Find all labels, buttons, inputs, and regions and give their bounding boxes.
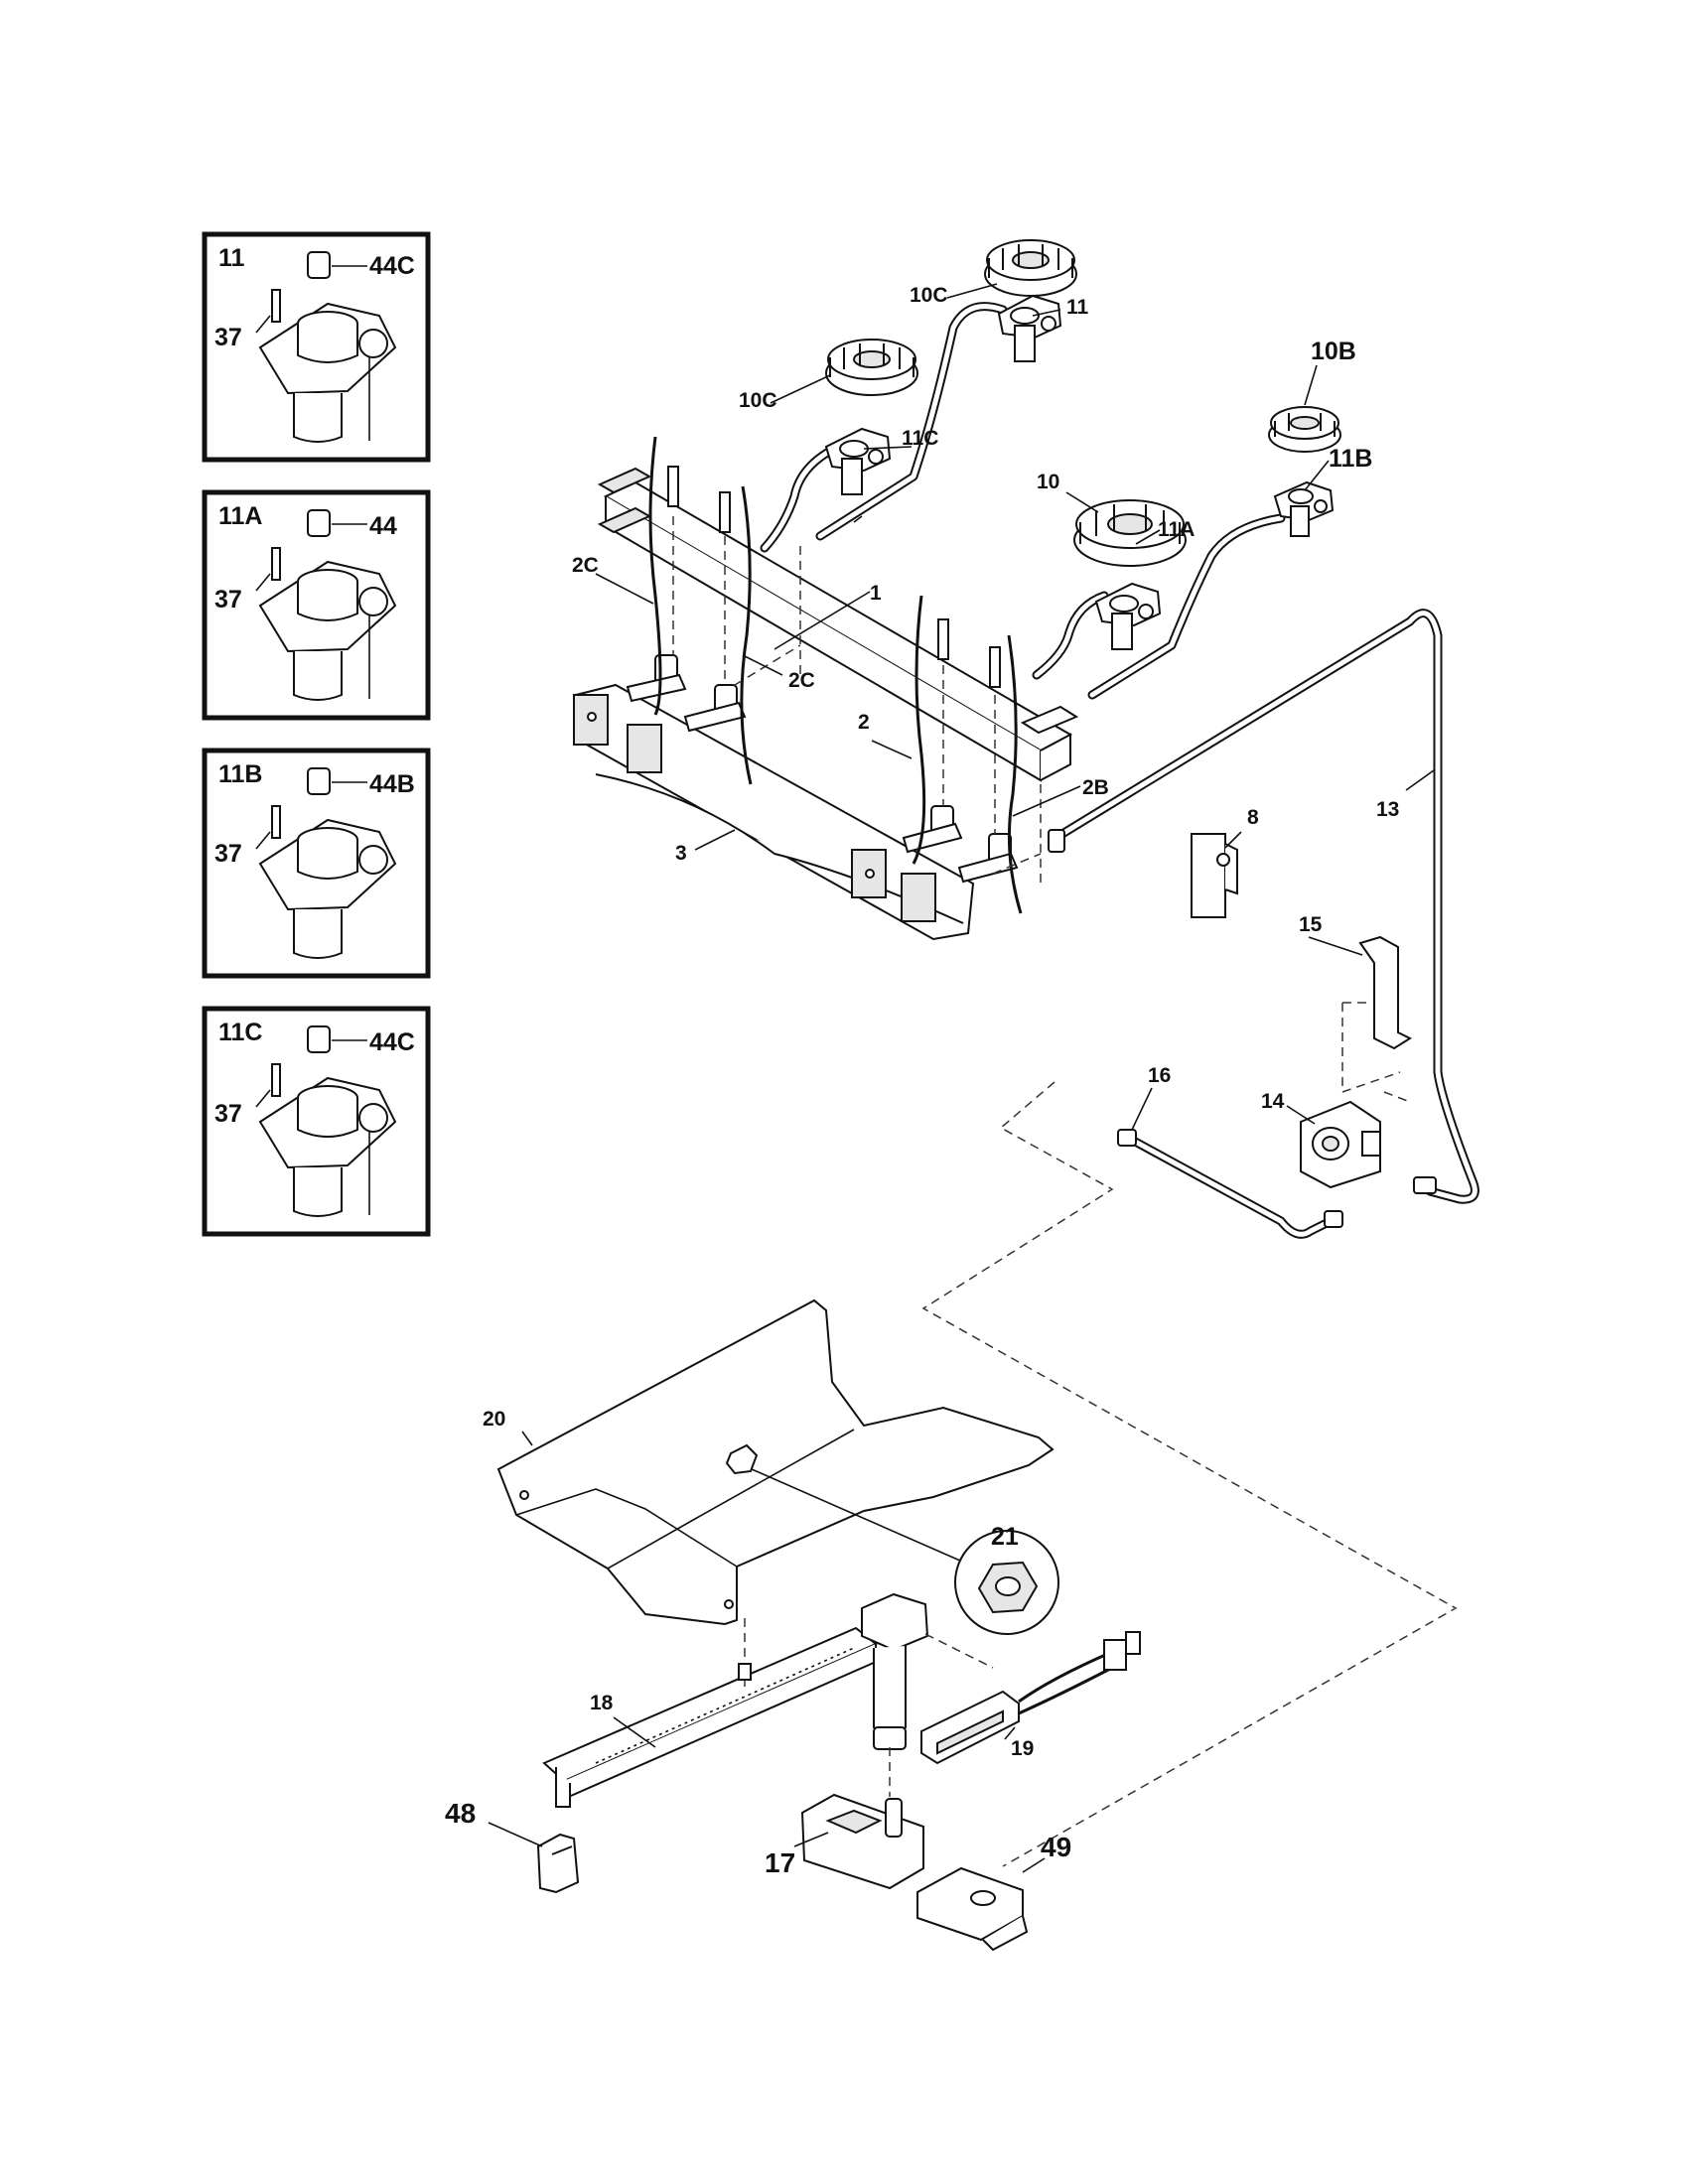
valve-right-front bbox=[957, 833, 1019, 884]
orifice-holder bbox=[861, 1592, 994, 1797]
callout-2B: 2B bbox=[1082, 776, 1109, 799]
bracket-15 bbox=[1341, 935, 1413, 1093]
inset-title: 11B bbox=[218, 760, 262, 788]
callout-48: 48 bbox=[445, 1798, 476, 1829]
burner-base-11A bbox=[1094, 582, 1162, 650]
burner-shield-20 bbox=[496, 1298, 1055, 1626]
burner-crown-10B bbox=[1268, 406, 1341, 453]
valve-left-front bbox=[683, 684, 747, 733]
burner-head-icon bbox=[255, 509, 397, 701]
inset-title: 11C bbox=[218, 1019, 262, 1046]
inset-panel-11C: 11C 44C 37 bbox=[202, 1006, 431, 1237]
callout-leaders bbox=[488, 283, 1435, 1873]
safety-valve-17 bbox=[800, 1793, 924, 1890]
spark-module-8 bbox=[1191, 833, 1238, 918]
callout-15: 15 bbox=[1299, 913, 1323, 936]
callout-8: 8 bbox=[1247, 806, 1259, 829]
callout-11A: 11A bbox=[1158, 518, 1195, 541]
cap-callout: 44C bbox=[369, 252, 415, 280]
callout-21: 21 bbox=[991, 1523, 1019, 1551]
callout-10B: 10B bbox=[1311, 338, 1356, 365]
burner-head-icon bbox=[255, 1025, 397, 1217]
burner-tubes bbox=[760, 302, 1286, 700]
cap-callout: 44 bbox=[369, 512, 397, 540]
burner-head-icon bbox=[255, 767, 397, 959]
burner-base-11 bbox=[997, 294, 1062, 362]
burner-crown-10C-mid bbox=[825, 339, 918, 396]
callout-2C-left: 2C bbox=[572, 554, 599, 577]
cap-callout: 44C bbox=[369, 1028, 415, 1056]
inset-panel-11A: 11A 44 37 bbox=[202, 489, 431, 721]
manifold-pipe bbox=[597, 467, 1079, 782]
nut-21 bbox=[725, 1443, 1059, 1635]
burner-base-11B bbox=[1273, 480, 1335, 537]
callout-14: 14 bbox=[1261, 1090, 1285, 1113]
igniter-19 bbox=[920, 1631, 1141, 1765]
inset-title: 11 bbox=[218, 244, 245, 272]
callout-49: 49 bbox=[1041, 1832, 1071, 1862]
callout-19: 19 bbox=[1011, 1737, 1034, 1760]
tube-16 bbox=[1117, 1129, 1343, 1239]
callout-11C: 11C bbox=[902, 427, 938, 450]
callout-20: 20 bbox=[483, 1408, 505, 1431]
dash-connections bbox=[734, 546, 1042, 884]
callout-13: 13 bbox=[1376, 798, 1399, 821]
callout-11: 11 bbox=[1066, 296, 1089, 319]
burner-base-11C bbox=[824, 427, 892, 495]
burner-head-icon bbox=[255, 251, 397, 443]
callout-10C-top: 10C bbox=[910, 284, 948, 307]
inset-panel-11B: 11B 44B 37 bbox=[202, 748, 431, 979]
burner-crown-10 bbox=[1073, 499, 1187, 567]
valve-left-rear bbox=[626, 654, 687, 703]
callout-11B: 11B bbox=[1329, 445, 1372, 473]
valve-right-rear bbox=[902, 805, 963, 854]
callout-2C-right: 2C bbox=[788, 669, 815, 692]
regulator-14 bbox=[1300, 1100, 1381, 1189]
inset-panel-11: 11 44C 37 bbox=[202, 231, 431, 463]
callout-3: 3 bbox=[675, 842, 687, 865]
callout-10: 10 bbox=[1037, 471, 1059, 493]
callout-10C-mid: 10C bbox=[739, 389, 777, 412]
inset-title: 11A bbox=[218, 502, 262, 530]
ignition-wires bbox=[648, 436, 1023, 914]
cap-callout: 44B bbox=[369, 770, 415, 798]
callout-16: 16 bbox=[1148, 1064, 1171, 1087]
callout-17: 17 bbox=[765, 1847, 795, 1878]
screw-callout: 37 bbox=[214, 1100, 242, 1128]
callout-2: 2 bbox=[858, 711, 870, 734]
burner-crown-10C-top bbox=[984, 239, 1077, 297]
screw-callout: 37 bbox=[214, 840, 242, 868]
screw-callout: 37 bbox=[214, 324, 242, 351]
callout-1: 1 bbox=[870, 582, 882, 605]
bracket-49 bbox=[916, 1866, 1029, 1952]
assembly-dash-lines bbox=[921, 1081, 1458, 1867]
burner-tube-18 bbox=[542, 1618, 878, 1808]
manifold-screws bbox=[667, 466, 1001, 834]
callout-18: 18 bbox=[590, 1692, 614, 1714]
callout-labels: 1 2 2B 2C 2C 3 8 10 10B 10C 10C 11 11A 1… bbox=[445, 284, 1399, 1878]
rail-bracket bbox=[573, 683, 975, 941]
screw-callout: 37 bbox=[214, 586, 242, 614]
bracket-48 bbox=[536, 1833, 580, 1894]
supply-tube-13 bbox=[1048, 609, 1479, 1204]
